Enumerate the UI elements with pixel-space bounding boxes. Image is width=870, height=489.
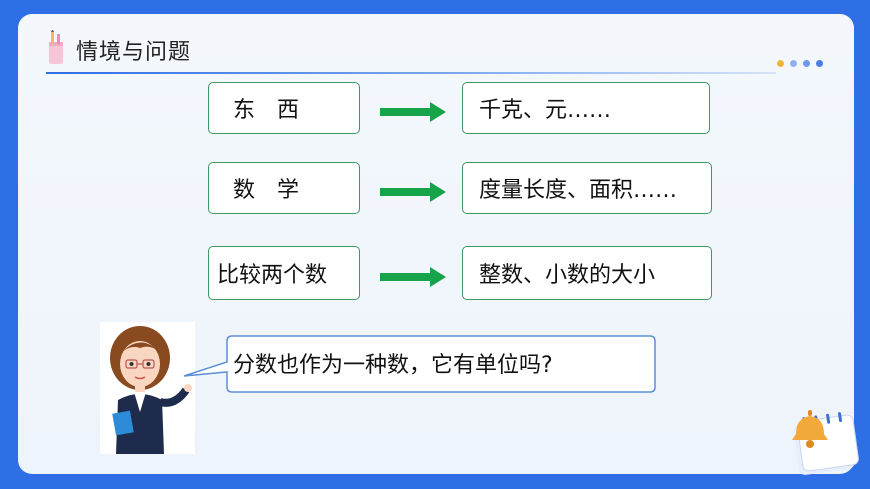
row-2-subject-box: 数 学 [208,162,360,214]
dot [777,60,784,67]
row-3-example-box: 整数、小数的大小 [462,246,712,300]
speech-bubble [183,335,656,393]
row-2-example-box: 度量长度、面积…… [462,162,712,214]
row-3-example: 整数、小数的大小 [479,263,656,288]
teacher-illustration [100,322,195,454]
row-3-subject: 比较两个数 [217,263,328,288]
dot [816,60,823,67]
title-divider [46,72,776,74]
page-title: 情境与问题 [76,40,192,65]
row-1-subject: 东 西 [233,98,300,123]
dot [790,60,797,67]
question-text: 分数也作为一种数，它有单位吗? [233,353,553,378]
dot [803,60,810,67]
row-3-subject-box: 比较两个数 [208,246,360,300]
right-arrow-icon [380,102,446,122]
bell-icon [792,410,859,475]
decoration-dots [777,60,823,67]
row-1-example-box: 千克、元…… [462,82,710,134]
row-2-subject: 数 学 [233,178,300,203]
row-1-example: 千克、元…… [479,98,612,123]
row-2-example: 度量长度、面积…… [479,178,678,203]
right-arrow-icon [380,267,446,287]
pencil-cup-icon [49,30,63,64]
row-1-subject-box: 东 西 [208,82,360,134]
right-arrow-icon [380,182,446,202]
